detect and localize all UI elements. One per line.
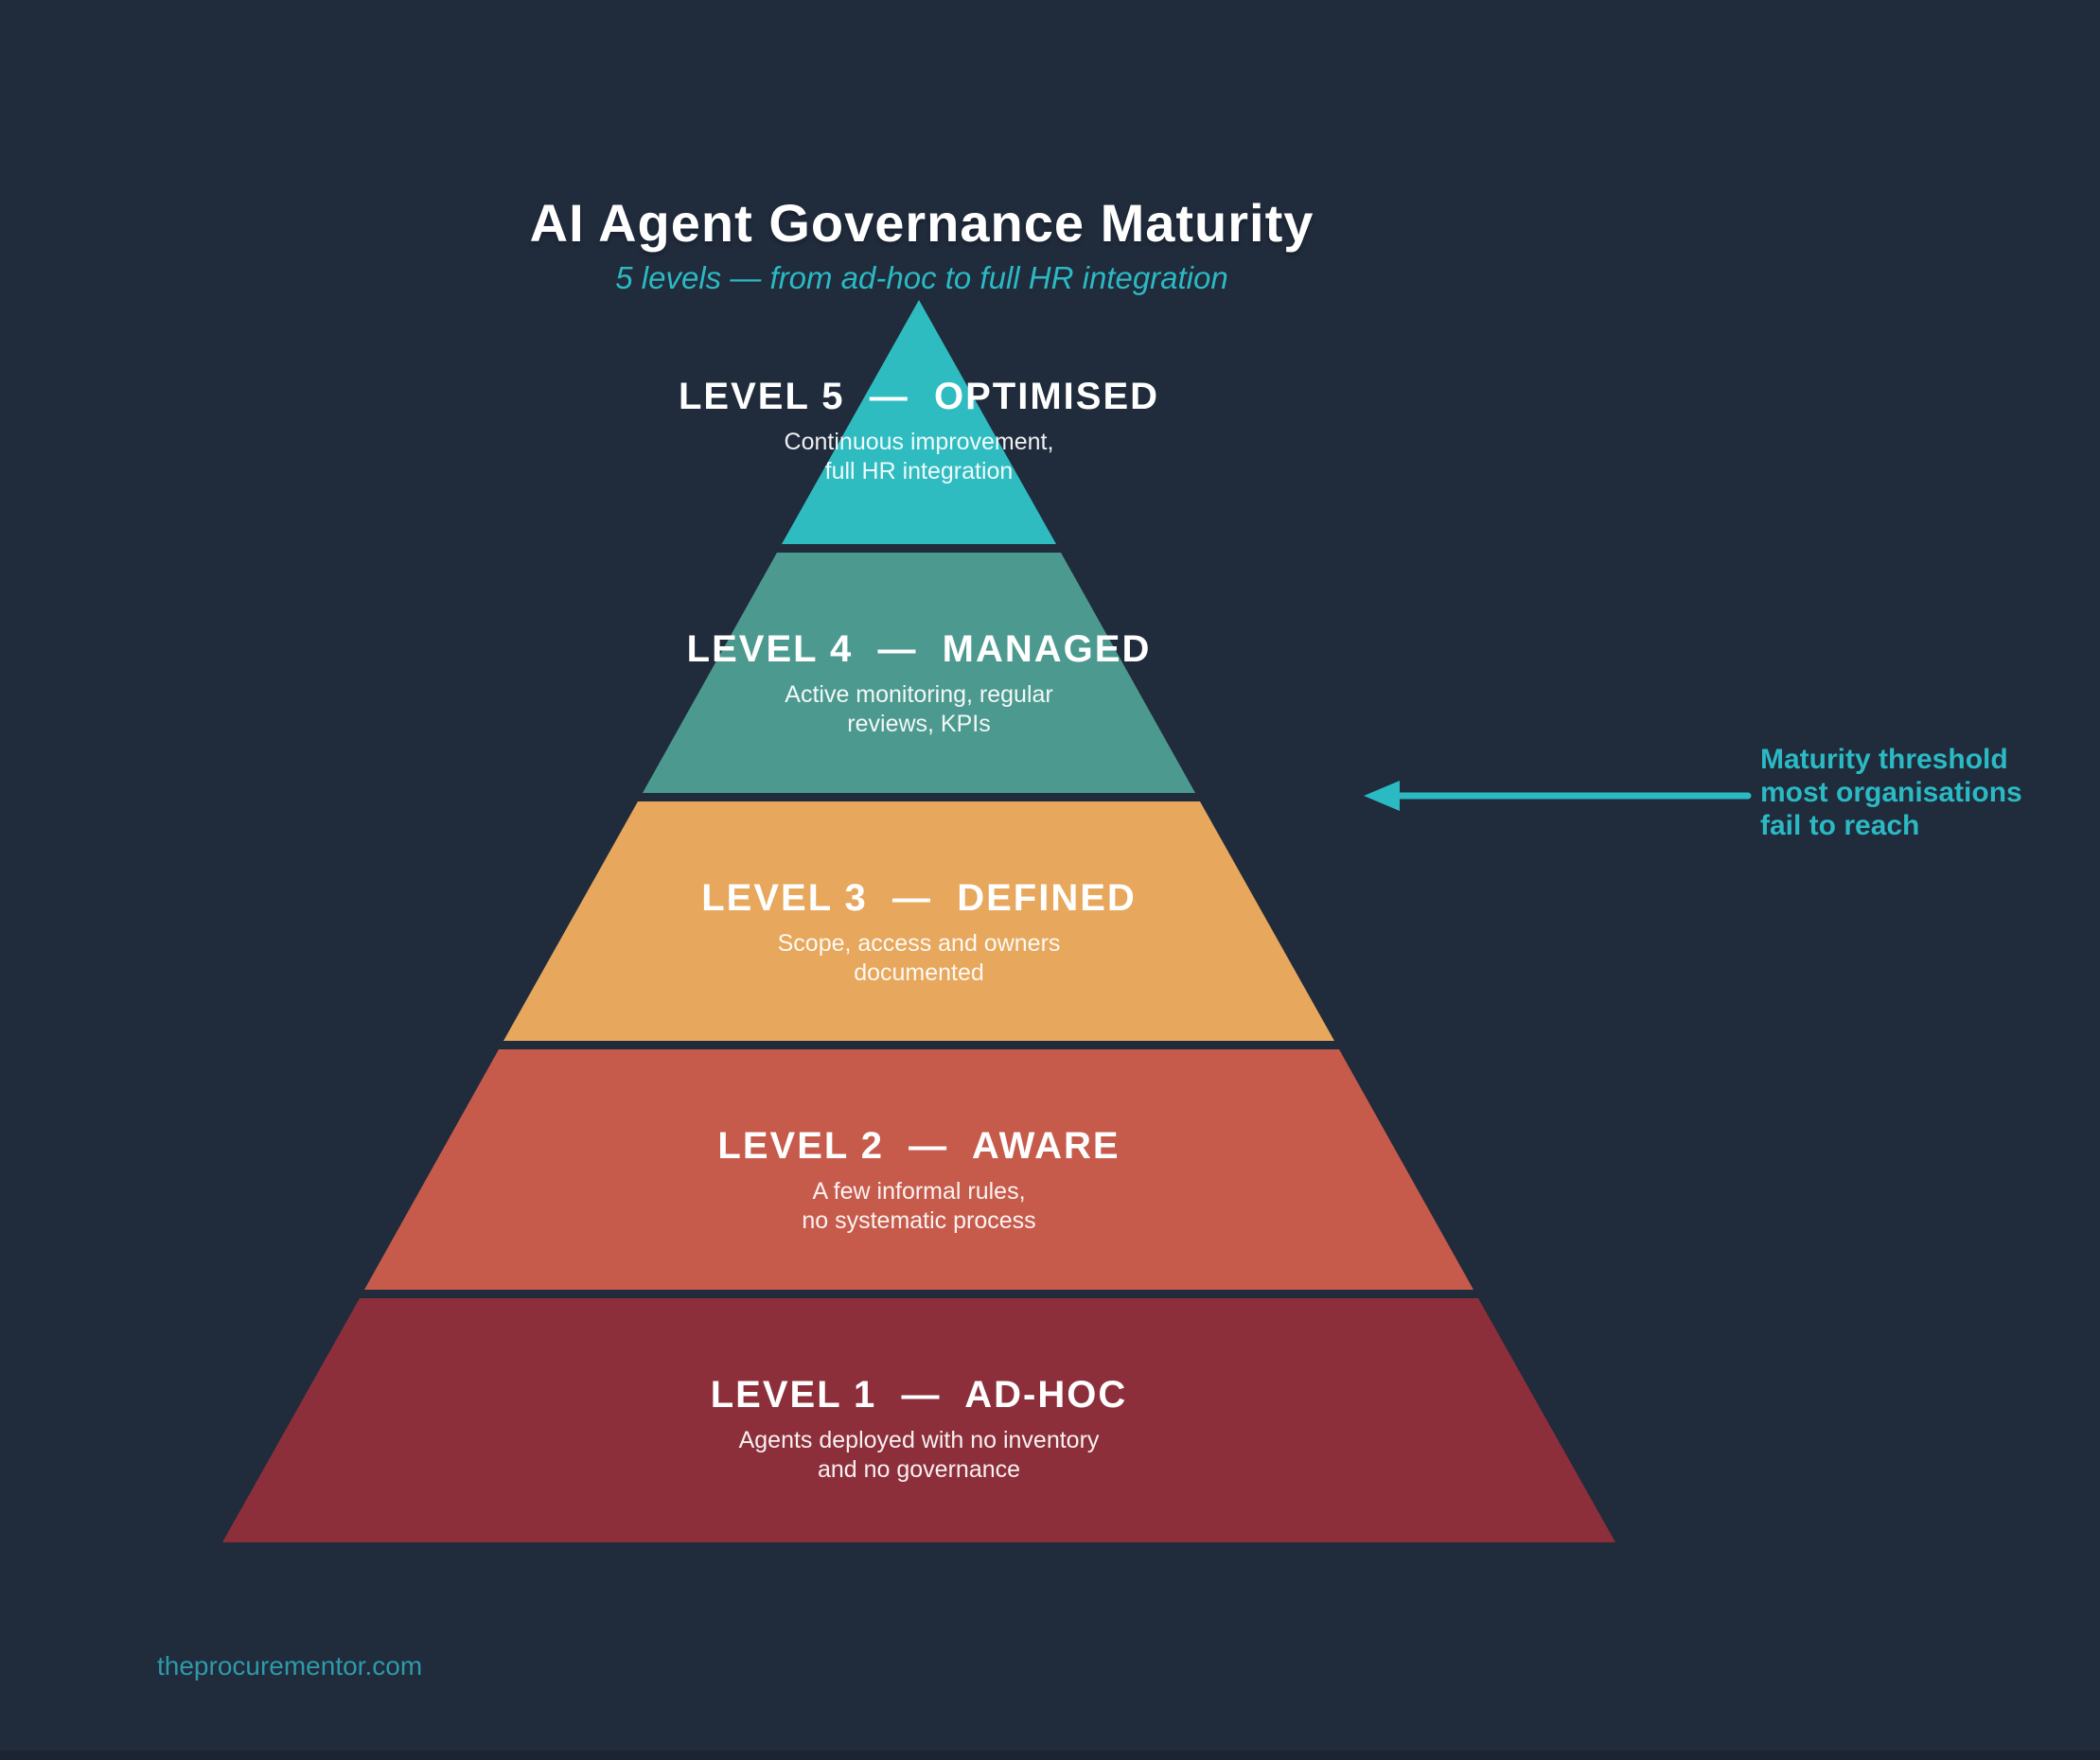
level-4-text: LEVEL 4 — MANAGED Active monitoring, reg… — [687, 625, 1152, 739]
page-title: AI Agent Governance Maturity — [529, 192, 1315, 253]
level-3-text: LEVEL 3 — DEFINED Scope, access and owne… — [701, 873, 1137, 988]
bottom-edge-strip — [0, 1751, 2100, 1760]
threshold-arrow — [1364, 781, 1752, 811]
level-4-description: Active monitoring, regular reviews, KPIs — [785, 681, 1053, 737]
page-subtitle: 5 levels — from ad-hoc to full HR integr… — [615, 260, 1228, 295]
level-3-label: LEVEL 3 — DEFINED — [701, 877, 1137, 919]
level-4-label: LEVEL 4 — MANAGED — [686, 628, 1152, 670]
level-5-description: Continuous improvement, full HR integrat… — [784, 429, 1054, 484]
level-2-label: LEVEL 2 — AWARE — [717, 1125, 1121, 1167]
pyramid-level-1-shape — [222, 1298, 1615, 1542]
level-1-text: LEVEL 1 — AD-HOC Agents deployed with no… — [711, 1370, 1128, 1485]
website-text: theprocurementor.com — [157, 1651, 423, 1681]
pyramid-level-4-shape — [643, 553, 1195, 793]
level-1-label: LEVEL 1 — AD-HOC — [710, 1374, 1128, 1416]
level-5-text: LEVEL 5 — OPTIMISED Continuous improveme… — [679, 372, 1159, 486]
level-1-description: Agents deployed with no inventory and no… — [738, 1427, 1100, 1483]
pyramid-level-5-shape — [782, 300, 1056, 544]
level-2-description: A few informal rules, no systematic proc… — [802, 1178, 1036, 1234]
level-3-description: Scope, access and owners documented — [777, 930, 1061, 986]
level-2-text: LEVEL 2 — AWARE A few informal rules, no… — [717, 1121, 1120, 1236]
threshold-annotation: Maturity threshold most organisations fa… — [1760, 744, 2022, 841]
pyramid-level-2-shape — [364, 1049, 1474, 1290]
level-5-label: LEVEL 5 — OPTIMISED — [678, 376, 1160, 417]
threshold-arrow-head-icon — [1364, 781, 1400, 811]
pyramid-level-3-shape — [503, 801, 1334, 1041]
